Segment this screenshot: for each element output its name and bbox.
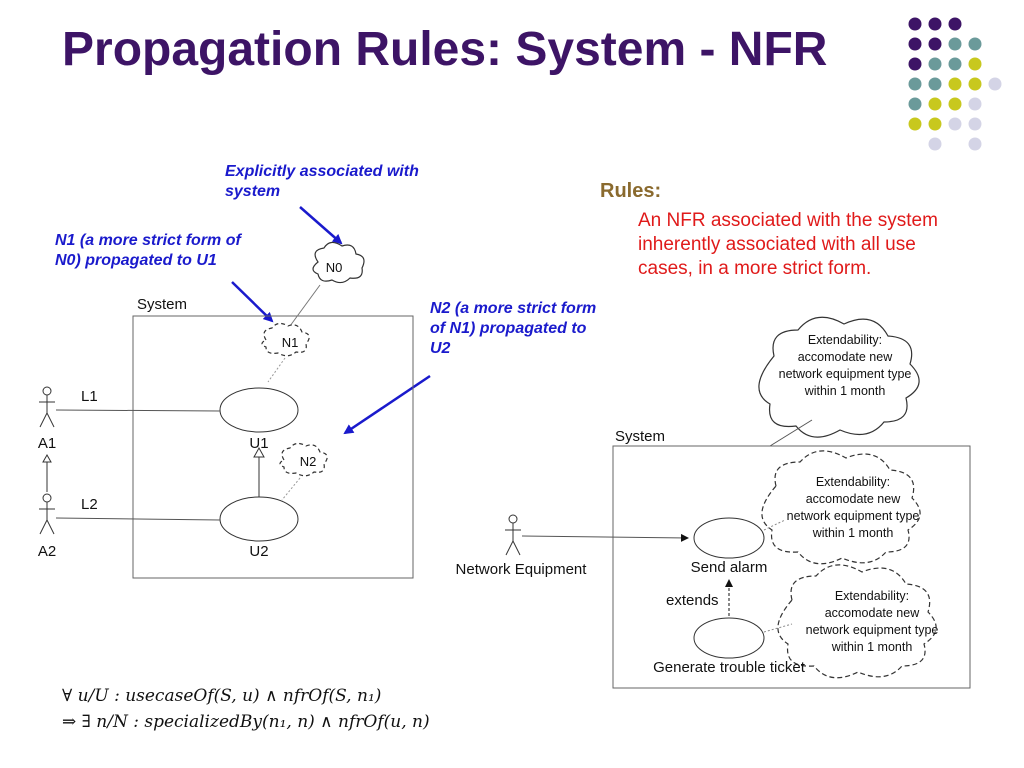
dot-grid — [908, 17, 1002, 151]
link-n1-u1 — [267, 357, 286, 383]
nfr-n1-label: N1 — [282, 335, 299, 350]
slide-title: Propagation Rules: System - NFR — [62, 23, 828, 76]
use-case-send-alarm-label: Send alarm — [691, 559, 768, 576]
nfr-n0-label: N0 — [326, 260, 343, 275]
use-case-send-alarm — [693, 517, 765, 559]
cloud-mid-line1: Extendability: — [816, 475, 890, 489]
use-case-u1-label: U1 — [249, 435, 268, 452]
link-n0-n1 — [289, 284, 321, 327]
extends-label: extends — [666, 592, 719, 609]
nfr-cloud-low: Extendability: accomodate new network eq… — [777, 564, 939, 679]
nfr-cloud-top: Extendability: accomodate new network eq… — [758, 316, 920, 438]
nfr-n0-cloud: N0 — [312, 241, 365, 284]
annotation-n2: N2 (a more strict form of N1) propagated… — [430, 300, 597, 357]
use-case-u2-label: U2 — [249, 543, 268, 560]
nfr-n2-label: N2 — [300, 454, 317, 469]
annotation-explicit: Explicitly associated with system — [225, 163, 419, 200]
use-case-u2 — [219, 496, 299, 542]
link-cloud-top-system — [769, 419, 813, 447]
cloud-top-line1: Extendability: — [808, 333, 882, 347]
arrow-to-n2 — [343, 374, 431, 435]
link-actor-send-alarm — [521, 533, 689, 542]
actor-network-equipment — [505, 514, 521, 556]
left-use-case-diagram: System N0 N1 N2 U1 U2 A1 A2 — [38, 206, 431, 579]
link-n2-u2 — [281, 477, 301, 501]
use-case-generate-ticket — [693, 617, 765, 659]
decorative-dot-grid — [908, 17, 1002, 151]
cloud-top-line3: network equipment type — [779, 367, 912, 381]
cloud-mid-line2: accomodate new — [806, 492, 901, 506]
use-case-generate-ticket-label: Generate trouble ticket — [653, 659, 806, 676]
cloud-low-line2: accomodate new — [825, 606, 920, 620]
system-boundary — [132, 315, 414, 579]
nfr-n2-cloud: N2 — [279, 442, 328, 477]
actor-a2 — [39, 493, 55, 535]
actor-a2-label: A2 — [38, 543, 56, 560]
actor-a1 — [39, 386, 55, 428]
cloud-mid-line4: within 1 month — [812, 526, 894, 540]
actor-network-equipment-label: Network Equipment — [456, 561, 588, 578]
link-l1 — [55, 409, 221, 412]
system-label-right: System — [615, 428, 665, 445]
nfr-cloud-mid: Extendability: accomodate new network eq… — [761, 450, 921, 565]
system-boundary-right — [612, 445, 971, 689]
link-l1-label: L1 — [81, 388, 98, 405]
cloud-low-line4: within 1 month — [831, 640, 913, 654]
arrow-to-n1 — [231, 281, 274, 323]
link-l2 — [55, 517, 221, 521]
formula-line-2: ⇒ ∃ n/N : specializedBy(n₁, n) ∧ nfrOf(u… — [62, 712, 430, 732]
right-use-case-diagram: Extendability: accomodate new network eq… — [456, 316, 971, 689]
arrow-to-n0 — [299, 206, 343, 245]
use-case-u1 — [219, 387, 299, 433]
cloud-top-line2: accomodate new — [798, 350, 893, 364]
annotation-n1: N1 (a more strict form of N0) propagated… — [55, 232, 241, 269]
link-cloud-low-ticket — [763, 623, 793, 633]
cloud-low-line1: Extendability: — [835, 589, 909, 603]
cloud-mid-line3: network equipment type — [787, 509, 920, 523]
cloud-top-line4: within 1 month — [804, 384, 886, 398]
link-l2-label: L2 — [81, 496, 98, 513]
rules-heading: Rules: — [600, 180, 662, 202]
system-label: System — [137, 296, 187, 313]
actor-a1-label: A1 — [38, 435, 56, 452]
nfr-n1-cloud: N1 — [261, 322, 310, 357]
cloud-low-line3: network equipment type — [806, 623, 939, 637]
formula-line-1: ∀ u/U : usecaseOf(S, u) ∧ nfrOf(S, n₁) — [62, 686, 382, 706]
rules-text: An NFR associated with the system inhere… — [638, 210, 938, 279]
